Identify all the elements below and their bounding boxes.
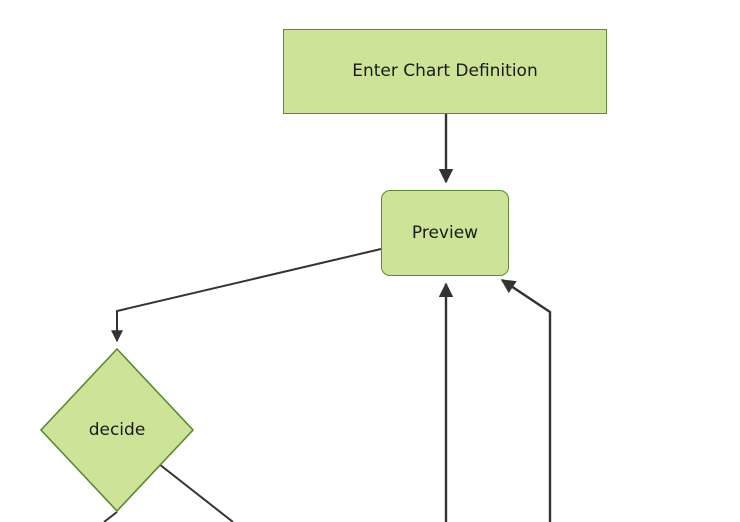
edge-return-right-to-preview: [500, 279, 552, 522]
edge-preview-to-decide: [111, 248, 382, 343]
edge-decide-out-right: [158, 463, 234, 522]
node-label: Preview: [411, 222, 479, 243]
node-label: Enter Chart Definition: [352, 61, 538, 82]
node-enter-chart-definition[interactable]: Enter Chart Definition: [283, 29, 607, 114]
node-preview[interactable]: Preview: [381, 190, 509, 276]
edge-decide-out-left: [103, 511, 118, 522]
